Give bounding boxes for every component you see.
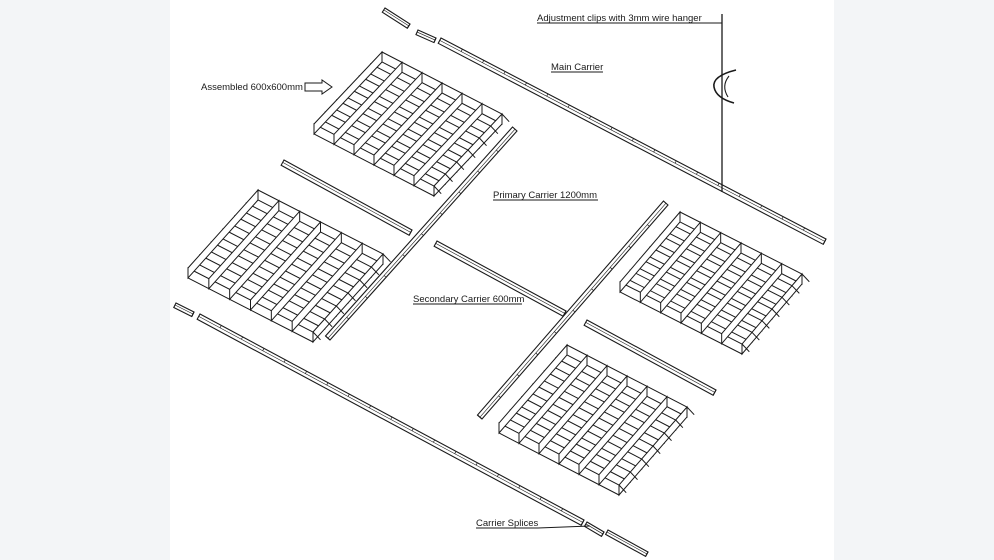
panel-bar-v — [187, 188, 259, 280]
panel-bar-v — [721, 262, 783, 346]
grid-panel-bottom — [498, 343, 695, 497]
secondary-carrier-label: Secondary Carrier 600mm — [413, 294, 524, 305]
panel-bar-v — [598, 395, 668, 487]
panel-bar-v — [250, 220, 321, 312]
secondary-carrier-beam — [280, 159, 413, 237]
carrier-splice-piece — [415, 29, 437, 44]
wire-hanger — [713, 14, 737, 192]
panel-bar-v — [619, 210, 681, 294]
grid-panel-left — [187, 188, 391, 344]
panel-bar-v — [413, 102, 483, 187]
carrier-splice-piece — [173, 302, 195, 318]
panel-bar-v — [333, 61, 403, 146]
assembled-arrow-icon — [304, 79, 333, 95]
primary-carrier-beam — [476, 200, 669, 420]
grid-panel-right — [619, 210, 810, 356]
panel-bar-v — [313, 50, 383, 136]
panel-bar-v — [373, 81, 443, 167]
carrier-splice-piece — [583, 521, 605, 538]
panel-bar-v — [538, 364, 608, 456]
panel-bar-v — [639, 220, 701, 304]
main-carrier-label: Main Carrier — [551, 62, 603, 73]
panel-bar-v — [208, 199, 280, 290]
panel-bar-v — [270, 231, 342, 322]
carrier-splices-label: Carrier Splices — [476, 518, 539, 529]
panel-bar-v — [353, 71, 423, 156]
carrier-beams — [173, 7, 827, 558]
carrier-splice-piece — [604, 529, 649, 558]
panel-bar-v — [680, 241, 742, 325]
grid-panel-top-left — [313, 50, 510, 198]
panel-bar-v — [229, 210, 301, 301]
panel-bar-v — [578, 384, 648, 476]
assembled-label: Assembled 600x600mm — [201, 82, 303, 93]
primary-carrier-label: Primary Carrier 1200mm — [493, 190, 597, 201]
secondary-carrier-beam — [583, 319, 717, 397]
primary-carrier-beam — [324, 126, 518, 341]
carrier-splice-piece — [381, 7, 411, 29]
panel-bar-v — [518, 353, 588, 445]
main-carrier-beam — [437, 37, 827, 246]
panel-bar-v — [700, 251, 762, 335]
panel-bar-v — [660, 231, 722, 315]
panel-bar-v — [291, 242, 363, 333]
main-carrier-beam — [196, 313, 585, 527]
leader-lines — [413, 22, 722, 529]
adjustment-clips-label: Adjustment clips with 3mm wire hanger — [537, 13, 702, 24]
panel-bar-v — [558, 374, 628, 466]
panel-bar-v — [393, 92, 463, 177]
grid-panels — [187, 50, 810, 497]
panel-bar-v — [498, 343, 568, 435]
